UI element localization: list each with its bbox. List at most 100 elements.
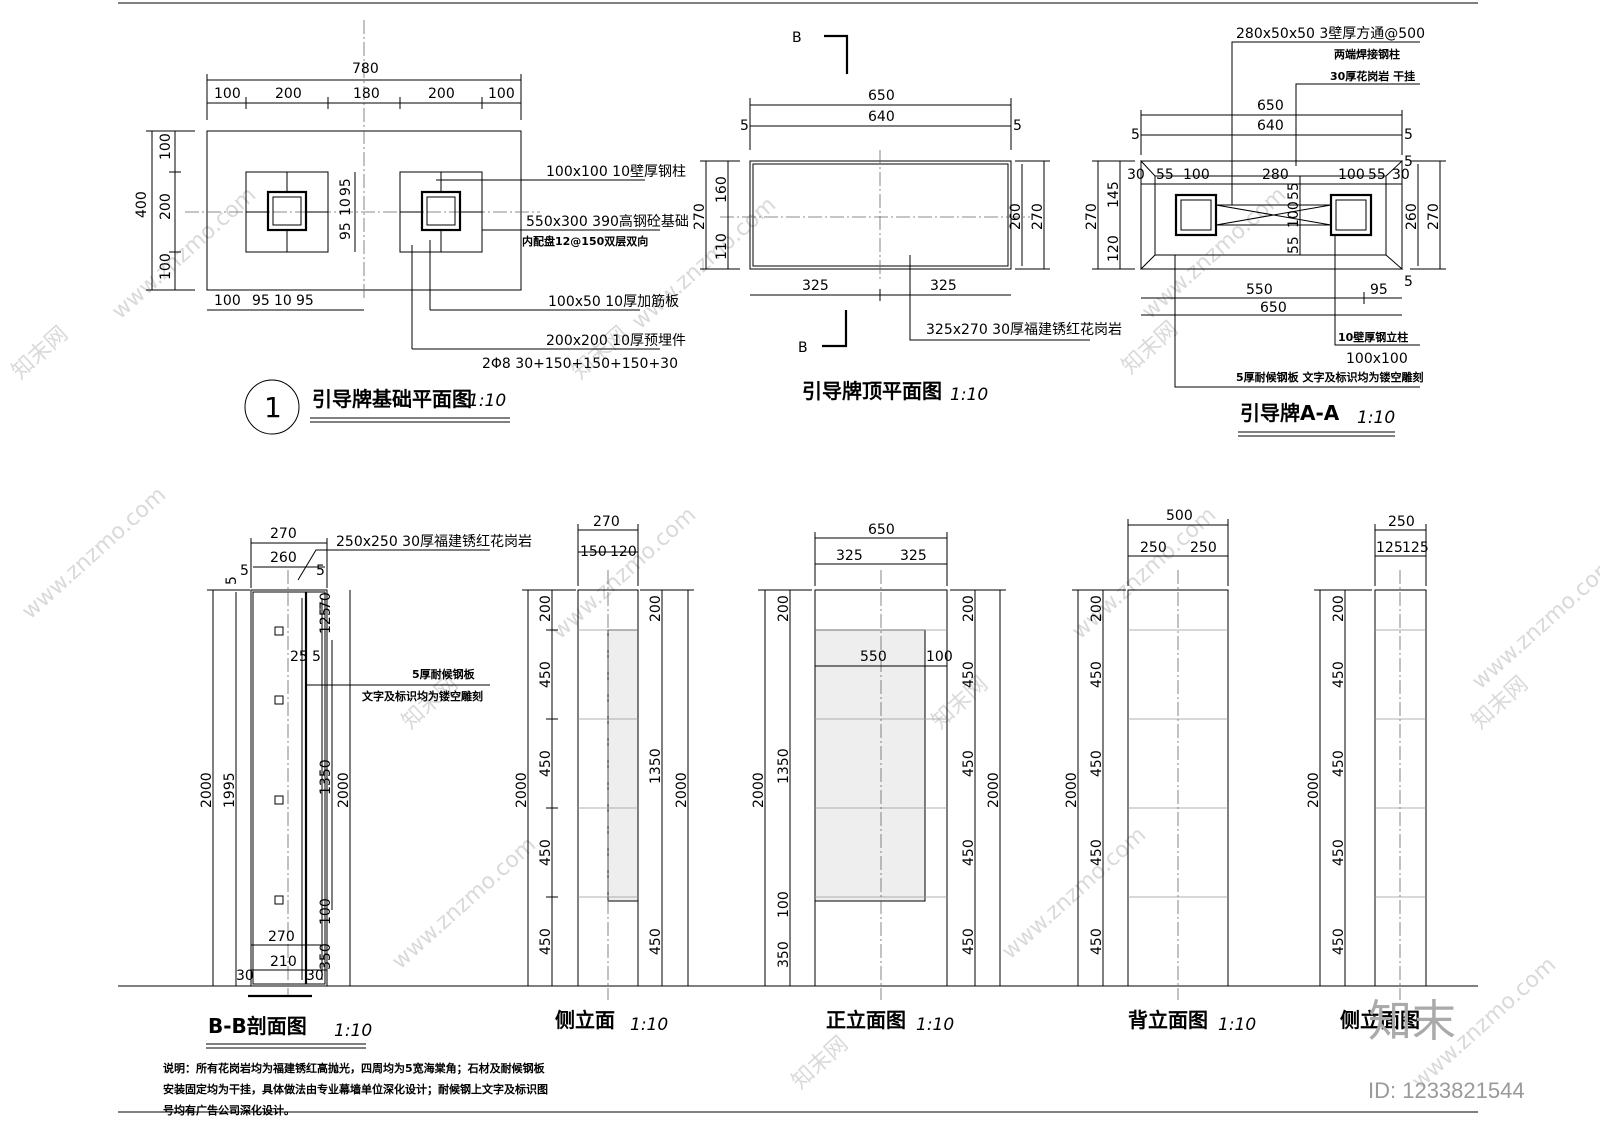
dim-tp-overall: 650 — [868, 88, 895, 104]
section-mark-b-top: B — [792, 30, 802, 46]
dim-fe-right-5: 450 — [961, 928, 977, 955]
dim-bb-100: 100 — [318, 898, 334, 925]
title-section-aa: 引导牌A-A — [1240, 401, 1340, 425]
title-front-elev: 正立面图 — [826, 1008, 906, 1032]
watermark-cn-2: 知末网 — [567, 322, 633, 385]
image-id-bar: ID: 1233821544 — [1368, 1078, 1598, 1112]
dim-bb-bottom-1: 270 — [268, 929, 295, 945]
dim-bb-top-1: 270 — [270, 526, 297, 542]
dim-aa-edge-bottom: 5 — [1404, 274, 1413, 290]
dim-aa-row-7: 30 — [1392, 167, 1410, 183]
dim-se1-top-2: 120 — [610, 544, 637, 560]
scale-front-elev: 1:10 — [916, 1015, 954, 1035]
dim-tp-edge-left: 5 — [740, 118, 749, 134]
dim-be-left-total: 2000 — [1064, 772, 1080, 808]
dim-se1-right-total: 2000 — [674, 772, 690, 808]
dim-se1-left-1: 200 — [538, 595, 554, 622]
dim-bb-top-2: 260 — [270, 550, 297, 566]
aa-post-right — [1329, 193, 1373, 237]
callout-rc-foundation: 550x300 390高钢砼基础 — [526, 213, 689, 230]
dim-fe-left-1: 200 — [776, 595, 792, 622]
steel-post-right — [420, 190, 462, 232]
dim-fe-right-1: 200 — [961, 595, 977, 622]
dim-se2-top-2: 125 — [1402, 540, 1429, 556]
section-aa: 650 640 5 5 30 55 100 280 100 55 30 270 … — [1084, 26, 1446, 437]
watermark-cn-3: 知末网 — [1117, 317, 1183, 380]
dim-aa-edge-right: 5 — [1404, 127, 1413, 143]
dim-se1-right-3: 450 — [648, 928, 664, 955]
dim-be-left-3: 450 — [1089, 750, 1105, 777]
watermark-6: www.znzmo.com — [1067, 502, 1221, 644]
dim-bb-1350: 1350 — [318, 759, 334, 795]
watermark-7: www.znzmo.com — [387, 832, 541, 974]
dim-tp-inner: 640 — [868, 109, 895, 125]
callout-steel-column: 10壁厚钢立柱 — [1338, 330, 1408, 344]
dim-bb-25: 25 — [290, 649, 308, 665]
steel-post-right-inner — [426, 196, 456, 226]
watermark-5: www.znzmo.com — [547, 502, 701, 644]
aa-post-left — [1174, 193, 1218, 237]
callout-rebar: 内配盘12@150双层双向 — [522, 234, 648, 248]
dim-aa-left-1: 145 — [1106, 181, 1122, 208]
dim-se2-top: 250 — [1388, 514, 1415, 530]
steel-post-left — [266, 190, 308, 232]
dim-fp-bottom-3: 10 — [274, 293, 292, 309]
dim-fe-top-1: 325 — [836, 548, 863, 564]
dim-aa-edge-left: 5 — [1131, 127, 1140, 143]
watermark-10: www.znzmo.com — [1467, 552, 1600, 694]
dim-tp-right-inner: 260 — [1008, 203, 1024, 230]
dim-fp-bottom-2: 95 — [252, 293, 270, 309]
foundation-plan: 780 100 200 180 200 100 400 100 200 100 … — [134, 20, 689, 435]
dim-be-top: 500 — [1166, 508, 1193, 524]
dim-se2-left-total: 2000 — [1306, 772, 1322, 808]
callout-square-tube: 280x50x50 3壁厚方通@500 — [1236, 26, 1425, 42]
dim-aa-overall: 650 — [1257, 98, 1284, 114]
dim-tp-left-1: 160 — [714, 176, 730, 203]
se2-outline — [1374, 589, 1427, 987]
dim-aa-right-total: 270 — [1426, 203, 1442, 230]
dim-fe-right-total: 2000 — [986, 772, 1002, 808]
dim-tp-bottom-2: 325 — [930, 278, 957, 294]
dim-se2-top-1: 125 — [1376, 540, 1403, 556]
dim-bb-height: 2000 — [199, 772, 215, 808]
dim-se1-right-1: 200 — [648, 595, 664, 622]
top-plan-inner — [752, 163, 1009, 267]
dim-bb-edge-right: 5 — [316, 563, 325, 579]
dim-se2-left-3: 450 — [1331, 750, 1347, 777]
callout-bars: 2Φ8 30+150+150+150+30 — [482, 356, 678, 372]
dim-be-left-2: 450 — [1089, 661, 1105, 688]
callout-column-size: 100x100 — [1346, 351, 1408, 367]
dim-bb-70: 70 — [318, 592, 334, 610]
side-elevation-1: 270 150 120 2000 200 450 450 450 450 200… — [514, 514, 694, 1035]
dim-fp-inner-1: 95 — [338, 178, 354, 196]
dim-aa-left-total: 270 — [1084, 203, 1100, 230]
callout-stiffener: 100x50 10厚加筋板 — [548, 293, 679, 310]
dim-be-top-2: 250 — [1190, 540, 1217, 556]
dim-aa-row-6: 55 — [1368, 167, 1386, 183]
scale-side-elev-1: 1:10 — [630, 1015, 668, 1035]
dim-se2-left-5: 450 — [1331, 928, 1347, 955]
scale-top-plan: 1:10 — [950, 385, 988, 405]
dim-bb-2000: 2000 — [336, 772, 352, 808]
dim-tp-right-total: 270 — [1030, 203, 1046, 230]
dim-tp-edge-right: 5 — [1013, 118, 1022, 134]
brand-logo: 知末 — [1368, 996, 1456, 1047]
dim-aa-mid-2: 100 — [1286, 201, 1302, 228]
dim-fe-left-3: 100 — [776, 891, 792, 918]
dim-fp-top-3: 180 — [353, 86, 380, 102]
dim-se1-left-3: 450 — [538, 750, 554, 777]
scale-section-bb: 1:10 — [334, 1021, 372, 1041]
dim-se2-left-4: 450 — [1331, 839, 1347, 866]
dim-tp-height: 270 — [692, 203, 708, 230]
callout-weld: 两端焊接钢柱 — [1334, 47, 1400, 61]
dim-bb-125: 125 — [318, 607, 334, 634]
dim-bb-bottom-right: 30 — [306, 968, 324, 984]
detail-number: 1 — [264, 391, 282, 424]
callout-bb-granite: 250x250 30厚福建锈红花岗岩 — [336, 534, 532, 550]
watermark-cn-4: 知末网 — [397, 672, 463, 735]
title-top-plan: 引导牌顶平面图 — [802, 379, 942, 403]
dim-fe-right-4: 450 — [961, 839, 977, 866]
dim-fp-top-5: 100 — [488, 86, 515, 102]
dim-tp-bottom-1: 325 — [802, 278, 829, 294]
